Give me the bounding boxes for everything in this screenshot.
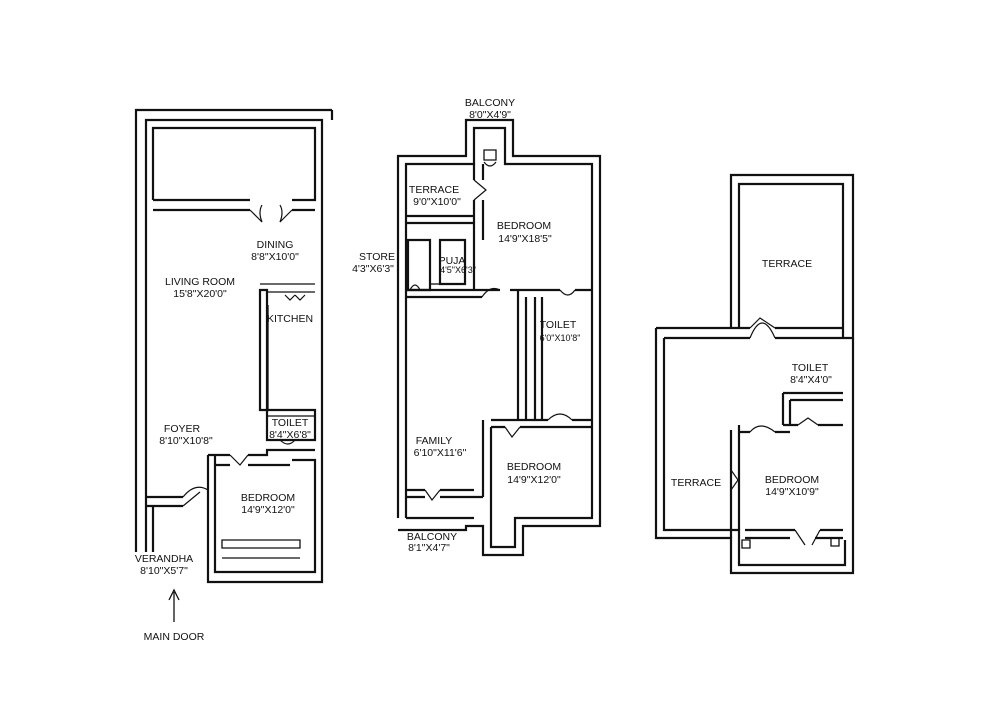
toilet-label: TOILET (272, 417, 309, 429)
bedroom-size: 14'9"X12'0" (241, 504, 295, 516)
store-label: STORE (359, 251, 395, 263)
foyer-label: FOYER (164, 423, 201, 435)
second-floor-plan: TERRACE TOILET 8'4"X4'0" TERRACE BEDROOM… (654, 173, 855, 575)
bedroom-top-size: 14'9"X18'5" (498, 233, 552, 245)
terrace-size: 9'0"X10'0" (413, 196, 461, 208)
verandha-size: 8'10"X5'7" (140, 565, 188, 577)
balcony-bottom-size: 8'1"X4'7" (408, 542, 450, 554)
terrace-label: TERRACE (409, 184, 459, 196)
balcony-top-size: 8'0"X4'9" (469, 109, 511, 121)
toilet-size: 6'0"X10'8" (540, 333, 581, 343)
toilet-size: 8'4"X6'8" (269, 429, 311, 441)
balcony-bottom-label: BALCONY (407, 531, 457, 543)
family-size: 6'10"X11'6" (414, 447, 467, 459)
toilet-size: 8'4"X4'0" (790, 374, 832, 386)
bedroom-size: 14'9"X10'9" (765, 486, 819, 498)
verandha-label: VERANDHA (135, 553, 193, 565)
puja-size: 4'5"X6'3" (440, 265, 476, 275)
toilet-label: TOILET (792, 362, 829, 374)
kitchen-label: KITCHEN (267, 313, 313, 325)
bedroom-label: BEDROOM (241, 492, 295, 504)
toilet-label: TOILET (540, 319, 577, 331)
puja-label: PUJA (439, 255, 466, 267)
main-door-label: MAIN DOOR (144, 631, 205, 643)
bedroom-bottom-label: BEDROOM (507, 461, 561, 473)
living-room-label: LIVING ROOM (165, 276, 235, 288)
bedroom-label: BEDROOM (765, 474, 819, 486)
balcony-top-label: BALCONY (465, 97, 515, 109)
dining-size: 8'8"X10'0" (251, 251, 299, 263)
family-label: FAMILY (416, 435, 453, 447)
first-floor-plan: BALCONY 8'0"X4'9" TERRACE 9'0"X10'0" BED… (352, 97, 602, 557)
bedroom-bottom-size: 14'9"X12'0" (507, 474, 561, 486)
bedroom-top-label: BEDROOM (497, 220, 551, 232)
terrace-top-label: TERRACE (762, 258, 812, 270)
terrace-left-label: TERRACE (671, 477, 721, 489)
living-room-size: 15'8"X20'0" (173, 288, 227, 300)
store-size: 4'3"X6'3" (352, 263, 394, 275)
dining-label: DINING (257, 239, 294, 251)
foyer-size: 8'10"X10'8" (159, 435, 213, 447)
ground-floor-plan: DINING 8'8"X10'0" LIVING ROOM 15'8"X20'0… (135, 108, 334, 643)
